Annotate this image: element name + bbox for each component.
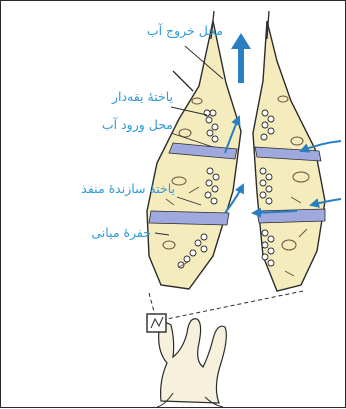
label-water-entry: محل ورود آب <box>102 117 173 133</box>
label-pore-cell: یاختهٔ سازندهٔ منفذ <box>81 181 175 197</box>
right-body-wall <box>253 21 325 291</box>
zoom-box <box>147 314 166 332</box>
label-collar-cell: یاختهٔ یقه‌دار <box>111 89 174 105</box>
water-exit-arrow <box>231 33 251 83</box>
left-pore-band-lower <box>149 211 229 225</box>
whole-sponge-sketch <box>147 314 226 407</box>
label-central-cavity: حفرهٔ میانی <box>91 225 151 241</box>
label-water-exit: محل خروج آب <box>147 23 223 39</box>
left-body-wall <box>147 21 241 289</box>
zoom-lines <box>149 291 303 319</box>
